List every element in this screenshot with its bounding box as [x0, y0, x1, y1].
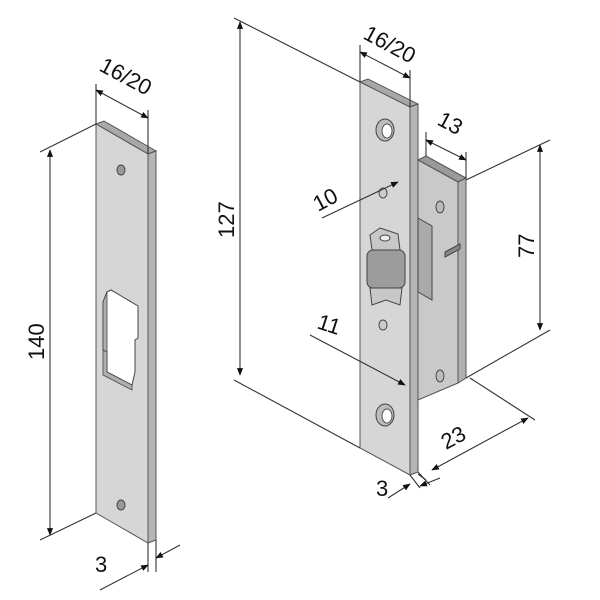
strike-thickness-dimension: 3: [95, 540, 181, 591]
strike-plate: [94, 120, 158, 544]
body-hole-icon: [435, 200, 445, 214]
faceplate-thickness-dimension: 3: [376, 471, 441, 501]
body-top-depth-label: 13: [434, 106, 467, 140]
body-hole-icon: [435, 369, 445, 383]
latch-lower-offset-label: 11: [314, 309, 343, 340]
screw-hole-icon: [378, 319, 388, 331]
body-depth-dimension: 23: [417, 377, 536, 481]
body-height-dimension: 77: [465, 139, 551, 379]
strike-opening: [102, 289, 139, 391]
faceplate-height-dimension: 127: [214, 17, 361, 449]
body-height-label: 77: [514, 234, 539, 258]
strike-height-label: 140: [24, 323, 49, 360]
strike-thickness-label: 3: [95, 552, 107, 577]
faceplate-thickness-label: 3: [376, 476, 388, 501]
countersunk-hole-icon: [375, 118, 395, 142]
screw-hole-icon: [116, 499, 126, 511]
faceplate-width-label: 16/20: [360, 20, 420, 68]
roller-latch: [366, 227, 406, 306]
mortise-lock: [358, 78, 468, 476]
strike-width-label: 16/20: [96, 52, 156, 100]
screw-hole-icon: [116, 164, 126, 176]
body-slot: [444, 243, 461, 258]
faceplate-height-label: 127: [214, 201, 239, 238]
strike-height-dimension: 140: [24, 123, 97, 541]
body-depth-label: 23: [437, 421, 470, 455]
countersunk-hole-icon: [375, 403, 395, 427]
